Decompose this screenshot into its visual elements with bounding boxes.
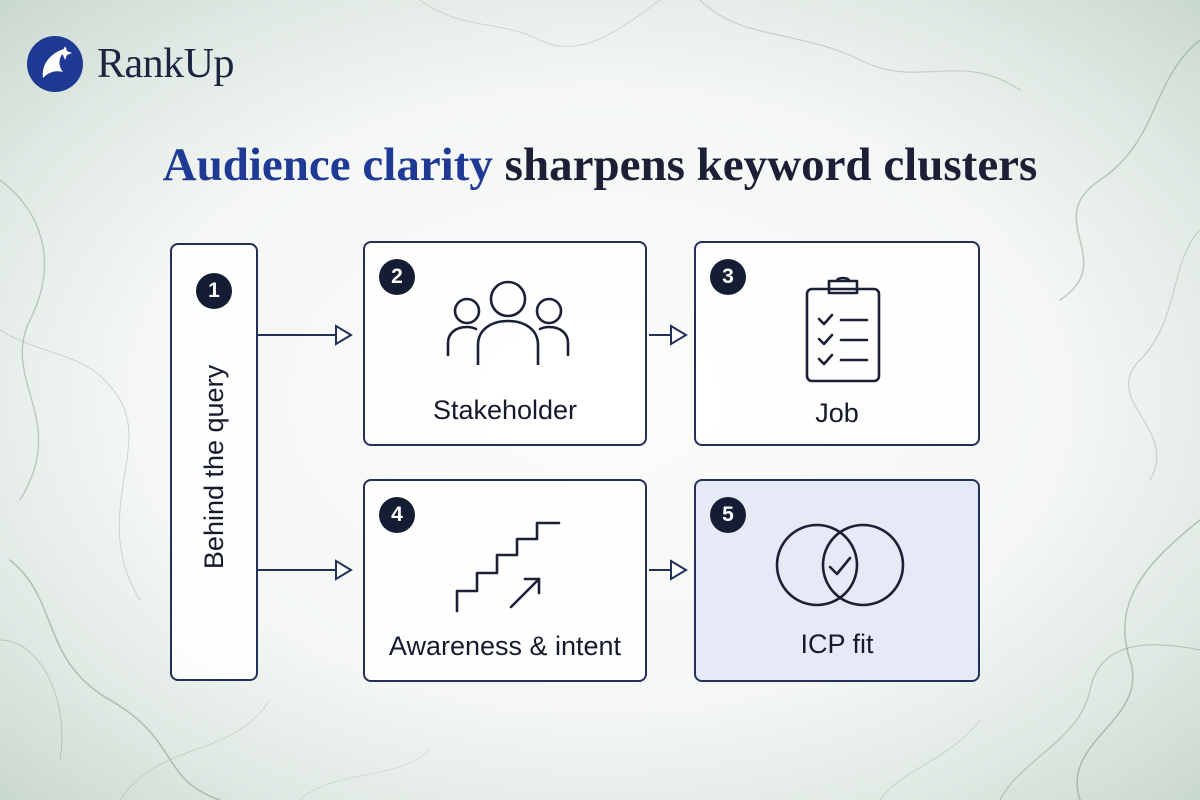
title-accent: Audience clarity [162,139,493,191]
page-title: Audience clarity sharpens keyword cluste… [0,138,1200,192]
step-2-stakeholder: 2 Stakeholder [363,241,647,446]
step-4-badge: 4 [379,497,415,533]
logo-mark-icon [27,36,83,92]
step-2-badge: 2 [379,259,415,295]
brand-name: RankUp [97,41,235,87]
step-5-label: ICP fit [800,629,874,659]
step-3-job: 3 Job [694,241,980,446]
people-group-icon [446,280,570,365]
clipboard-checklist-icon [805,276,881,383]
step-3-label: Job [815,398,859,428]
step-5-icp-fit: 5 ICP fit [694,479,980,682]
step-4-awareness-intent: 4 Awareness & intent [363,479,647,682]
step-4-label: Awareness & intent [388,631,622,661]
title-rest: sharpens keyword clusters [504,139,1038,191]
step-1-label: Behind the query [199,364,229,570]
venn-check-icon [775,523,905,607]
step-1-behind-the-query: 1 Behind the query [170,243,258,681]
step-3-badge: 3 [710,259,746,295]
stairs-arrow-icon [455,521,561,613]
brand-logo[interactable]: RankUp [25,34,235,94]
step-2-label: Stakeholder [432,395,578,425]
step-1-badge: 1 [196,273,232,309]
step-5-badge: 5 [710,497,746,533]
